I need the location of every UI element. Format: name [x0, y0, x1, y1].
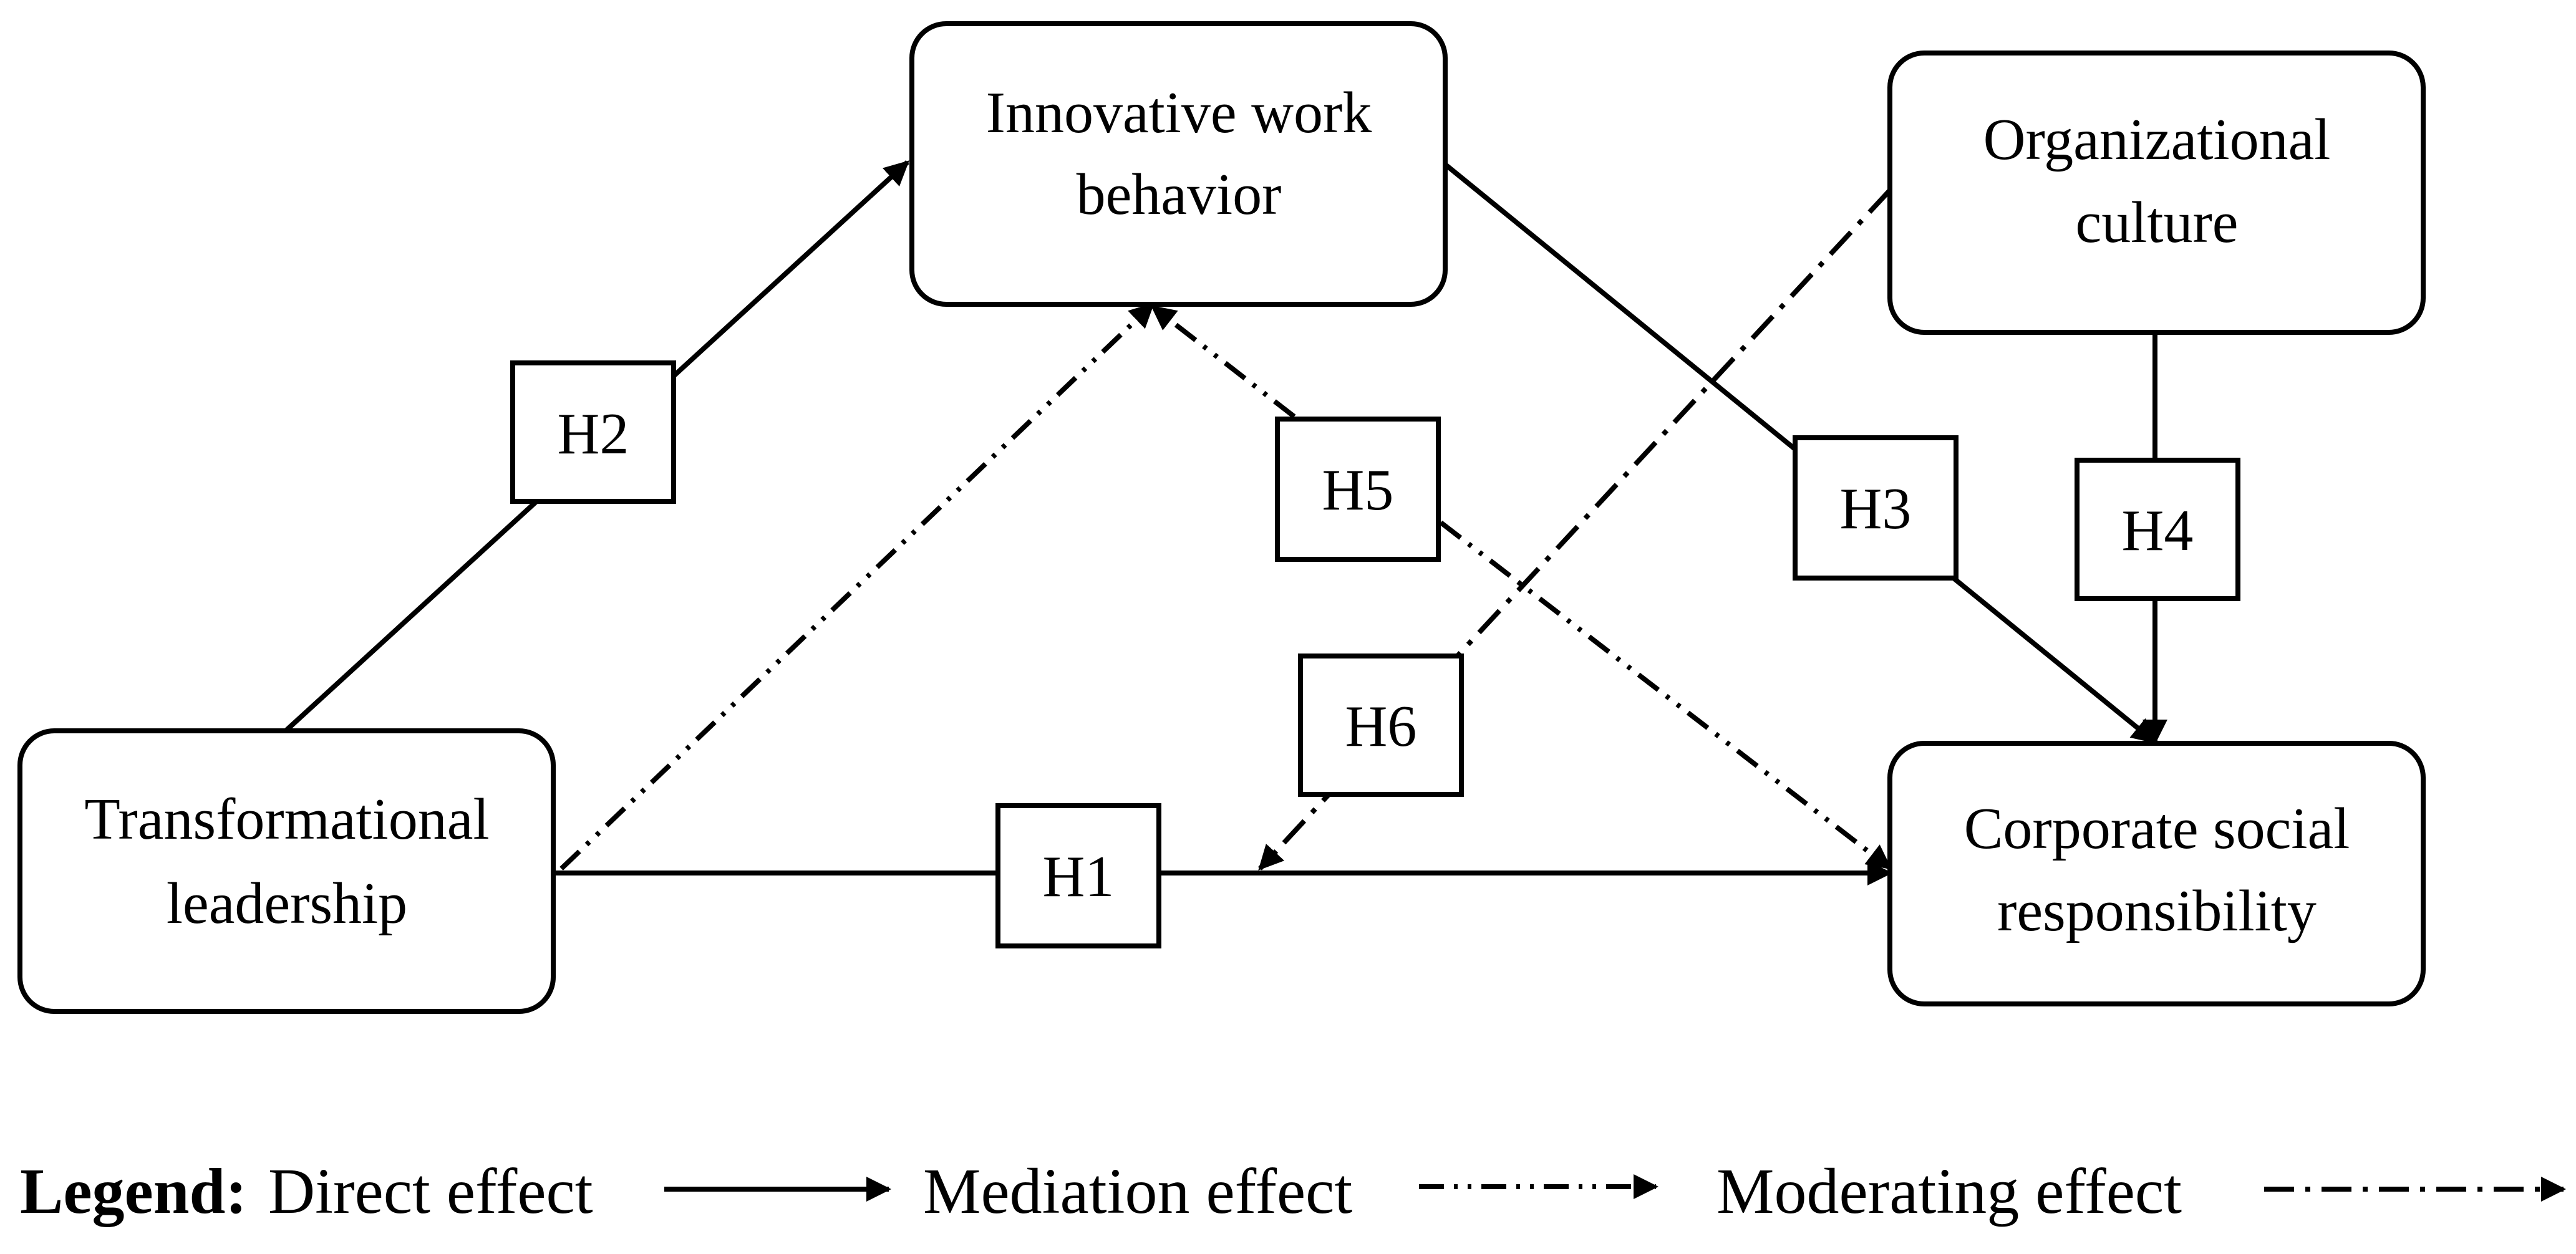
node-innovative-work-behavior-line2: behavior — [1077, 162, 1282, 227]
node-organizational-culture: Organizational culture — [1887, 51, 2426, 335]
hypothesis-h3-box: H3 — [1793, 435, 1959, 581]
hypothesis-h5-label: H5 — [1322, 458, 1394, 523]
node-organizational-culture-line1: Organizational — [1983, 107, 2331, 172]
node-transformational-leadership-line2: leadership — [167, 871, 407, 936]
node-organizational-culture-line2: culture — [2076, 190, 2239, 255]
legend-direct-label: Direct effect — [268, 1155, 593, 1227]
hypothesis-h1-box: H1 — [995, 803, 1161, 948]
hypothesis-h6-label: H6 — [1345, 694, 1417, 759]
hypothesis-h4-label: H4 — [2122, 498, 2194, 563]
path-h5-mediation-a — [559, 302, 1155, 871]
path-h5-mediation-c — [1439, 520, 1892, 871]
hypothesis-h1-label: H1 — [1043, 844, 1115, 909]
node-corporate-social-responsibility-line1: Corporate social — [1964, 796, 2350, 861]
legend-title: Legend: — [20, 1155, 247, 1227]
path-h5-mediation-b — [1150, 304, 1296, 419]
hypothesis-h6-box: H6 — [1298, 654, 1464, 797]
legend: Legend: Direct effect Mediation effect M… — [20, 1155, 2566, 1227]
node-corporate-social-responsibility: Corporate social responsibility — [1887, 741, 2426, 1006]
hypothesis-h2-label: H2 — [558, 402, 629, 466]
hypothesis-h2-box: H2 — [510, 360, 676, 504]
legend-mediation-label: Mediation effect — [923, 1155, 1352, 1227]
hypothesis-h3-label: H3 — [1840, 476, 1912, 541]
hypothesis-h5-box: H5 — [1275, 417, 1441, 562]
hypothesis-h4-box: H4 — [2075, 458, 2240, 601]
node-corporate-social-responsibility-line2: responsibility — [1997, 879, 2317, 943]
node-innovative-work-behavior-line1: Innovative work — [986, 80, 1372, 145]
node-innovative-work-behavior: Innovative work behavior — [909, 21, 1448, 307]
legend-moderating-label: Moderating effect — [1717, 1155, 2182, 1227]
node-transformational-leadership: Transformational leadership — [17, 728, 556, 1014]
node-transformational-leadership-line1: Transformational — [84, 787, 489, 852]
